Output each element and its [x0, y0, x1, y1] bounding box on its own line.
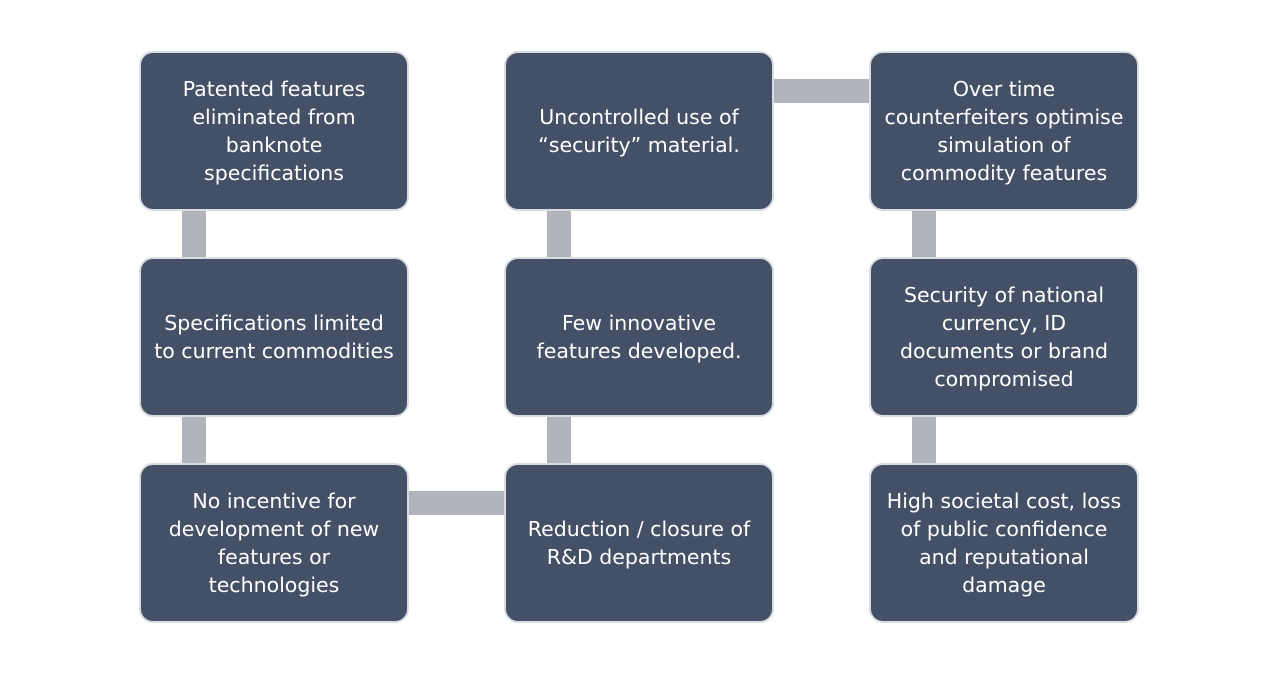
step-box-societal-cost: High societal cost, loss of public confi… [869, 463, 1139, 623]
step-label: Reduction / closure of R&D departments [527, 517, 751, 569]
connector-6-7 [774, 79, 869, 103]
step-label: High societal cost, loss of public confi… [886, 489, 1122, 597]
step-box-security-compromised: Security of national currency, ID docume… [869, 257, 1139, 417]
step-label: Uncontrolled use of “security” material. [538, 105, 740, 157]
step-label: Over time counterfeiters optimise simula… [884, 77, 1124, 185]
step-box-reduction-rd: Reduction / closure of R&D departments [504, 463, 774, 623]
step-label: No incentive for development of new feat… [168, 489, 380, 597]
connector-4-5 [547, 417, 571, 463]
step-box-counterfeiters: Over time counterfeiters optimise simula… [869, 51, 1139, 211]
step-label: Specifications limited to current commod… [154, 311, 394, 363]
connector-8-9 [912, 417, 936, 463]
connector-7-8 [912, 211, 936, 257]
step-box-patented-features: Patented features eliminated from bankno… [139, 51, 409, 211]
connector-5-6 [547, 211, 571, 257]
connector-1-2 [182, 211, 206, 257]
step-box-uncontrolled-use: Uncontrolled use of “security” material. [504, 51, 774, 211]
step-label: Few innovative features developed. [536, 311, 742, 363]
step-box-no-incentive: No incentive for development of new feat… [139, 463, 409, 623]
step-label: Security of national currency, ID docume… [899, 283, 1109, 391]
step-box-few-innovative: Few innovative features developed. [504, 257, 774, 417]
step-box-specifications-limited: Specifications limited to current commod… [139, 257, 409, 417]
step-label: Patented features eliminated from bankno… [182, 77, 366, 185]
connector-3-4 [409, 491, 504, 515]
connector-2-3 [182, 417, 206, 463]
